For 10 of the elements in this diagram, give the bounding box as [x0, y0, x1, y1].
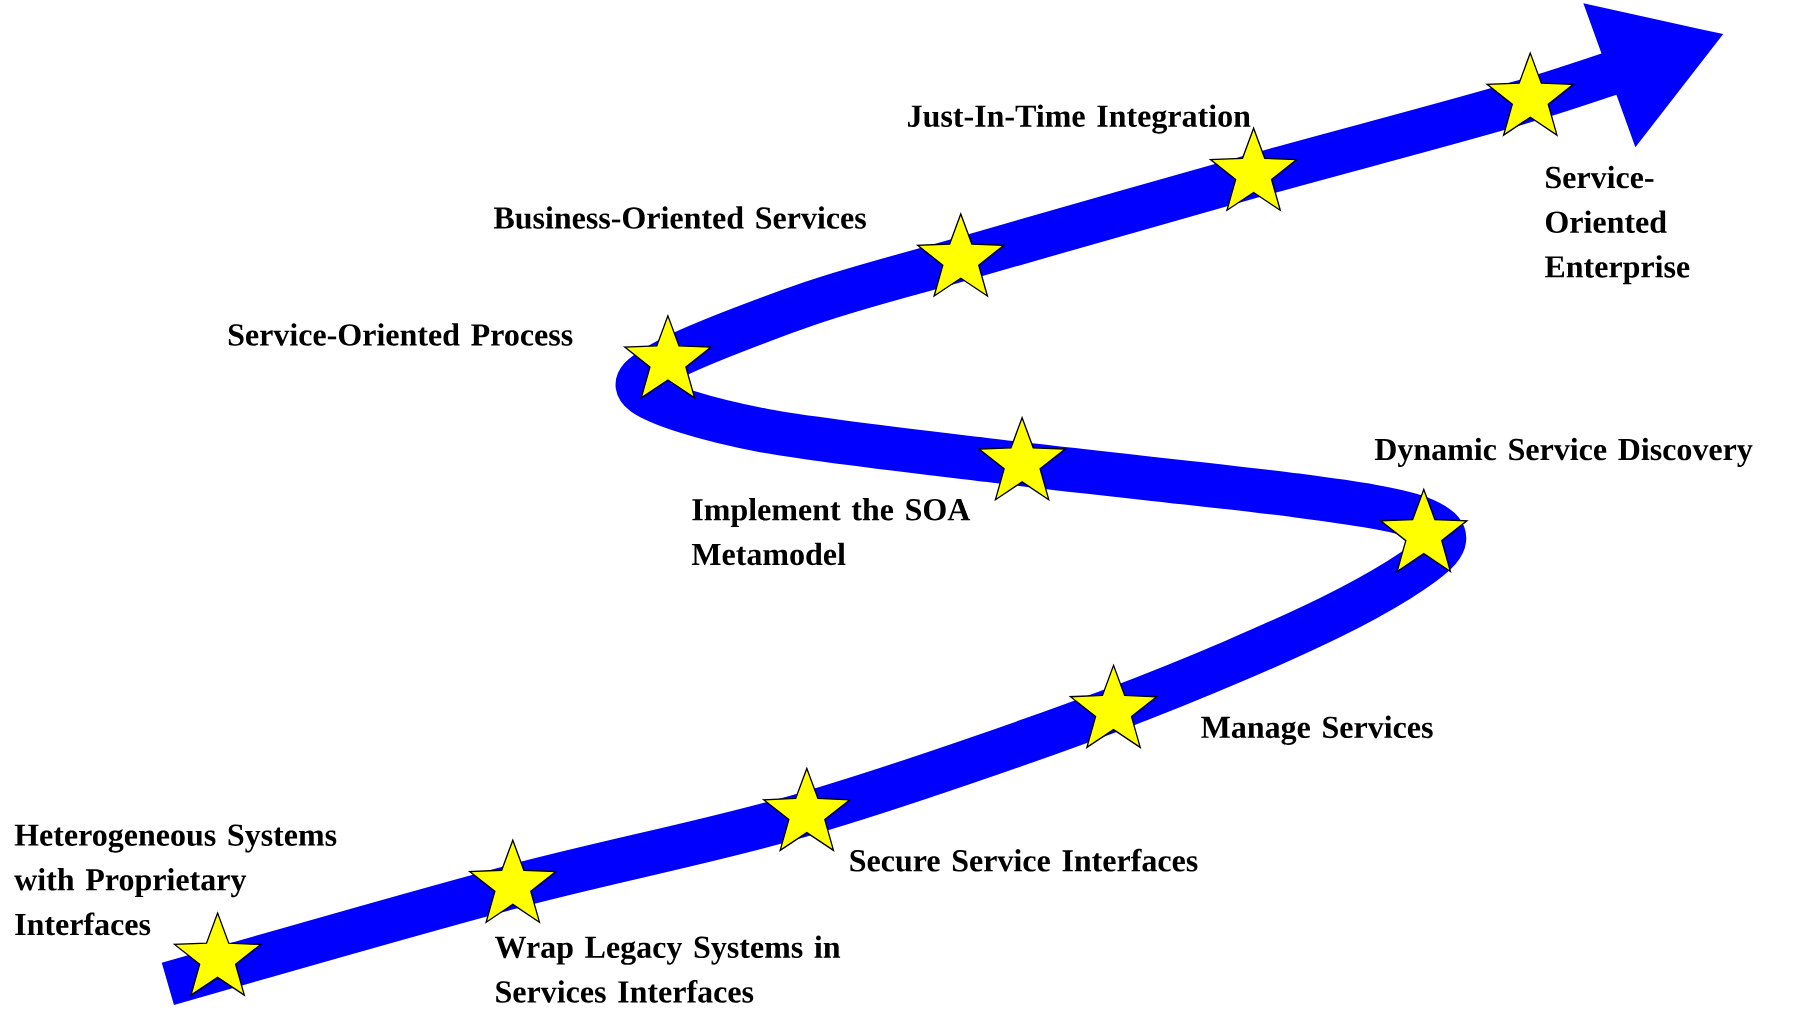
milestone-label: Dynamic Service Discovery: [1374, 437, 1753, 467]
milestone-label: Wrap Legacy Systems in Services Interfaces: [495, 935, 841, 1003]
milestone-label: Implement the SOA Metamodel: [691, 497, 971, 566]
milestone-label: Just-In-Time Integration: [908, 104, 1251, 134]
milestone-label: Secure Service Interfaces: [850, 848, 1198, 872]
milestone-label: Service-Oriented Enterprise: [1544, 165, 1690, 284]
milestone-label: Manage Services: [1201, 715, 1433, 745]
milestone-label: Service-Oriented Process: [228, 323, 573, 346]
milestone-label: Business-Oriented Services: [493, 206, 866, 229]
milestone-label: Heterogeneous Systems with Proprietary Interfaces: [14, 824, 337, 936]
